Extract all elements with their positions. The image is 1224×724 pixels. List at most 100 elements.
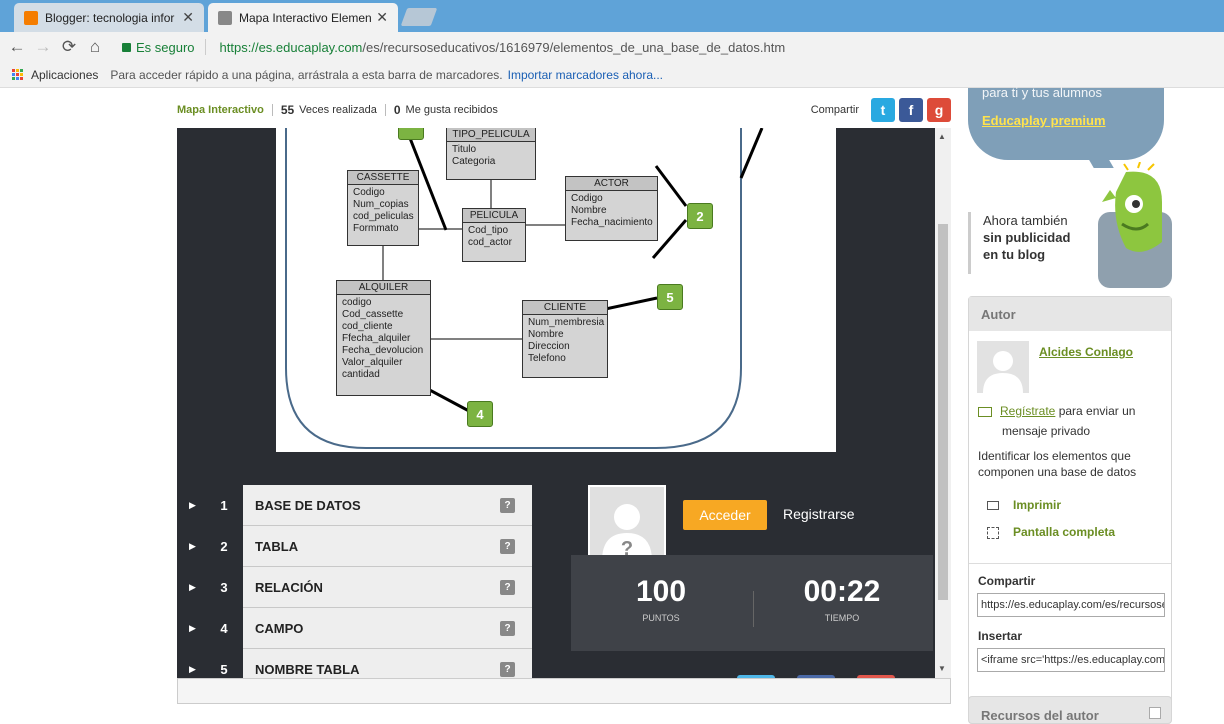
tab-close-icon[interactable]: ✕	[376, 9, 388, 25]
twitter-icon[interactable]: t	[871, 98, 895, 122]
facebook-icon[interactable]: f	[899, 98, 923, 122]
entity-header: PELICULA	[463, 209, 525, 223]
game-scrollbar[interactable]: ▲ ▼	[935, 128, 951, 678]
play-arrow-icon[interactable]: ▶	[189, 623, 196, 633]
help-icon[interactable]: ?	[500, 580, 515, 595]
entity-tipo-pelicula: TIPO_PELICULA Titulo Categoria	[446, 128, 536, 180]
fullscreen-link[interactable]: Pantalla completa	[1013, 525, 1116, 539]
new-tab-button[interactable]	[400, 8, 438, 26]
divider	[204, 39, 206, 55]
register-link[interactable]: Registrarse	[783, 506, 855, 522]
premium-promo[interactable]: para ti y tus alumnos Educaplay premium	[968, 85, 1164, 160]
pointer-line	[404, 128, 448, 231]
user-avatar: ?	[588, 485, 666, 563]
time-stat: 00:22 TIEMPO	[762, 575, 922, 623]
url-field[interactable]: https://es.educaplay.com/es/recursoseduc…	[220, 40, 786, 55]
entity-cassette: CASSETTE Codigo Num_copias cod_peliculas…	[347, 170, 419, 246]
scrollbar-thumb[interactable]	[938, 224, 948, 600]
play-arrow-icon[interactable]: ▶	[189, 500, 196, 510]
promo-text: para ti y tus alumnos	[982, 85, 1102, 100]
tab-close-icon[interactable]: ✕	[182, 9, 194, 25]
entity-field: Fecha_devolucion	[342, 345, 424, 356]
entity-field: Valor_alquiler	[342, 357, 403, 368]
er-diagram-image[interactable]: TIPO_PELICULA Titulo Categoria CASSETTE …	[276, 128, 836, 452]
play-arrow-icon[interactable]: ▶	[189, 541, 196, 551]
word-label: TABLA	[255, 539, 299, 554]
no-ads-line: Ahora también	[983, 213, 1068, 228]
embed-code-field[interactable]: <iframe src='https://es.educaplay.com	[977, 648, 1165, 672]
score-panel: 100 PUNTOS 00:22 TIEMPO	[571, 555, 933, 651]
times-label: Veces realizada	[299, 104, 377, 116]
scroll-up-icon[interactable]: ▲	[938, 132, 946, 141]
register-text: para enviar un	[1058, 404, 1136, 418]
no-ads-line: sin publicidad	[983, 230, 1071, 245]
import-bookmarks-link[interactable]: Importar marcadores ahora...	[507, 67, 664, 82]
play-arrow-icon[interactable]: ▶	[189, 582, 196, 592]
entity-fields: Num_membresia Nombre Direccion Telefono	[523, 315, 607, 367]
apps-label[interactable]: Aplicaciones	[31, 67, 99, 82]
divider	[271, 104, 273, 116]
activity-type: Mapa Interactivo	[177, 104, 264, 116]
entity-field: cod_actor	[468, 237, 512, 248]
back-icon[interactable]: ←	[8, 37, 26, 56]
author-resources-header[interactable]: Recursos del autor	[968, 696, 1172, 724]
forward-icon[interactable]: →	[34, 37, 52, 56]
diagram-frame-outline	[285, 128, 742, 449]
help-icon[interactable]: ?	[500, 621, 515, 636]
google-plus-icon[interactable]: g	[927, 98, 951, 122]
entity-alquiler: ALQUILER codigo Cod_cassette cod_cliente…	[336, 280, 431, 396]
google-plus-icon[interactable]	[857, 675, 895, 678]
secure-label: Es seguro	[136, 39, 195, 55]
home-icon[interactable]: ⌂	[89, 37, 101, 56]
word-label: RELACIÓN	[255, 580, 323, 595]
help-icon[interactable]: ?	[500, 662, 515, 677]
url-path: /es/recursoseducativos/1616979/elementos…	[362, 39, 786, 55]
register-link[interactable]: Regístrate	[1000, 404, 1056, 418]
reload-icon[interactable]: ⟳	[61, 37, 77, 56]
help-icon[interactable]: ?	[500, 498, 515, 513]
entity-field: Formmato	[353, 223, 399, 234]
entity-field: Titulo	[452, 144, 477, 155]
register-text-line2: mensaje privado	[1002, 424, 1091, 438]
word-row[interactable]: 1 BASE DE DATOS ?	[205, 485, 532, 526]
tab-mapa-interactivo[interactable]: Mapa Interactivo Elemen ✕	[208, 3, 398, 32]
entity-header: CLIENTE	[523, 301, 607, 315]
secure-indicator[interactable]: Es seguro	[122, 40, 195, 55]
author-avatar[interactable]	[977, 341, 1029, 393]
marker-2[interactable]: 2	[687, 203, 713, 229]
diagram-lines	[285, 128, 764, 449]
twitter-icon[interactable]	[737, 675, 775, 678]
entity-field: Direccion	[528, 341, 570, 352]
scroll-down-icon[interactable]: ▼	[938, 664, 946, 673]
marker-5[interactable]: 5	[657, 284, 683, 310]
share-url-field[interactable]: https://es.educaplay.com/es/recursoseduc…	[977, 593, 1165, 617]
print-link[interactable]: Imprimir	[1013, 498, 1062, 512]
entity-fields: Cod_tipo cod_actor	[463, 223, 525, 251]
marker-top-partial[interactable]	[398, 128, 424, 140]
divider	[753, 591, 754, 627]
author-name-link[interactable]: Alcides Conlago	[1039, 345, 1134, 359]
tab-title: Mapa Interactivo Elemen	[239, 10, 372, 25]
facebook-icon[interactable]	[797, 675, 835, 678]
fullscreen-row[interactable]: Pantalla completa	[987, 522, 1115, 542]
apps-icon[interactable]	[12, 69, 23, 80]
tab-blogger[interactable]: Blogger: tecnologia infor ✕	[14, 3, 204, 32]
word-list: 1 BASE DE DATOS ? 2 TABLA ? 3 RELACIÓN ?…	[205, 485, 532, 678]
word-row[interactable]: 4 CAMPO ?	[205, 608, 532, 649]
login-button[interactable]: Acceder	[683, 500, 767, 530]
marker-4[interactable]: 4	[467, 401, 493, 427]
entity-field: cod_peliculas	[353, 211, 414, 222]
time-label: TIEMPO	[824, 613, 860, 623]
premium-link[interactable]: Educaplay premium	[982, 113, 1106, 128]
word-row[interactable]: 2 TABLA ?	[205, 526, 532, 567]
word-label: CAMPO	[255, 621, 304, 636]
unknown-user-icon: ?	[602, 504, 652, 561]
share-label: Compartir	[810, 104, 859, 116]
print-row[interactable]: Imprimir	[987, 495, 1061, 515]
word-row[interactable]: 3 RELACIÓN ?	[205, 567, 532, 608]
word-row[interactable]: 5 NOMBRE TABLA ?	[205, 649, 532, 678]
word-number: 2	[205, 526, 243, 567]
help-icon[interactable]: ?	[500, 539, 515, 554]
expand-icon[interactable]	[1149, 707, 1161, 719]
play-arrow-icon[interactable]: ▶	[189, 664, 196, 674]
